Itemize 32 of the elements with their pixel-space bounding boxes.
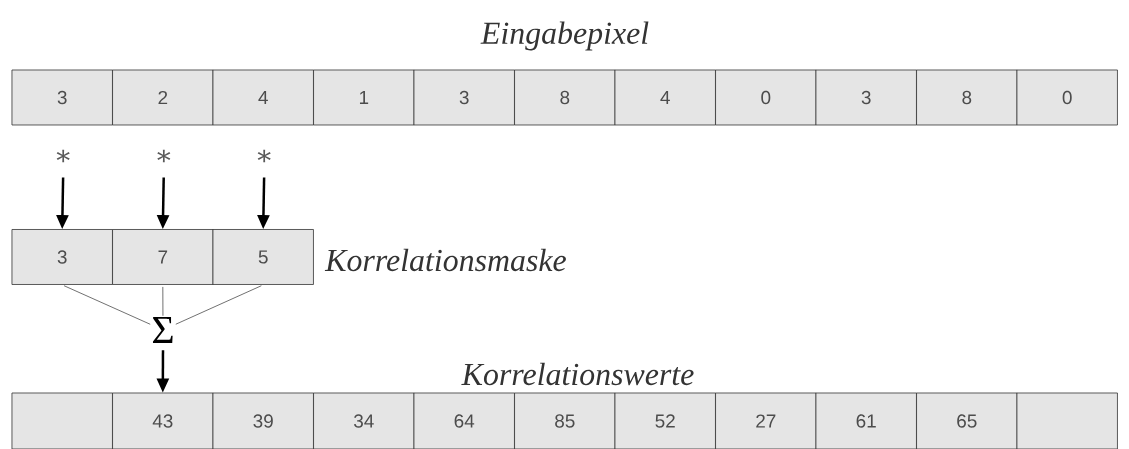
pixel-cell: 3: [413, 69, 515, 126]
pixel-cell: 0: [1016, 69, 1118, 126]
pixel-cell: 27: [715, 392, 817, 449]
multiply-sign: *: [257, 149, 271, 163]
sum-sign: Σ: [153, 316, 173, 344]
connector-line: [63, 285, 151, 325]
pixel-cell: 43: [112, 392, 214, 449]
pixel-cell: 3: [11, 69, 113, 126]
pixel-cell: 1: [313, 69, 415, 126]
pixel-cell: 85: [514, 392, 616, 449]
pixel-cell: 34: [313, 392, 415, 449]
pixel-cell: 65: [916, 392, 1018, 449]
pixel-cell: 3: [815, 69, 917, 126]
connector-line: [175, 285, 262, 325]
pixel-cell: 3: [11, 229, 113, 285]
pixel-cell: 8: [514, 69, 616, 126]
multiply-sign: *: [157, 149, 171, 163]
pixel-cell: 8: [916, 69, 1018, 126]
heading-text: Eingabepixel: [480, 21, 649, 51]
heading-text: Korrelationswerte: [461, 362, 694, 386]
pixel-cell: 64: [413, 392, 515, 449]
multiply-sign: *: [56, 149, 70, 163]
pixel-cell: 39: [212, 392, 314, 449]
pixel-cell: 4: [212, 69, 314, 126]
connector-line: [162, 286, 164, 317]
pixel-cell: 61: [815, 392, 917, 449]
pixel-cell: 5: [212, 229, 314, 285]
pixel-cell: 2: [112, 69, 214, 126]
pixel-cell: 4: [614, 69, 716, 126]
pixel-cell: 0: [715, 69, 817, 126]
pixel-cell: 52: [614, 392, 716, 449]
pixel-cell: 7: [112, 229, 214, 285]
